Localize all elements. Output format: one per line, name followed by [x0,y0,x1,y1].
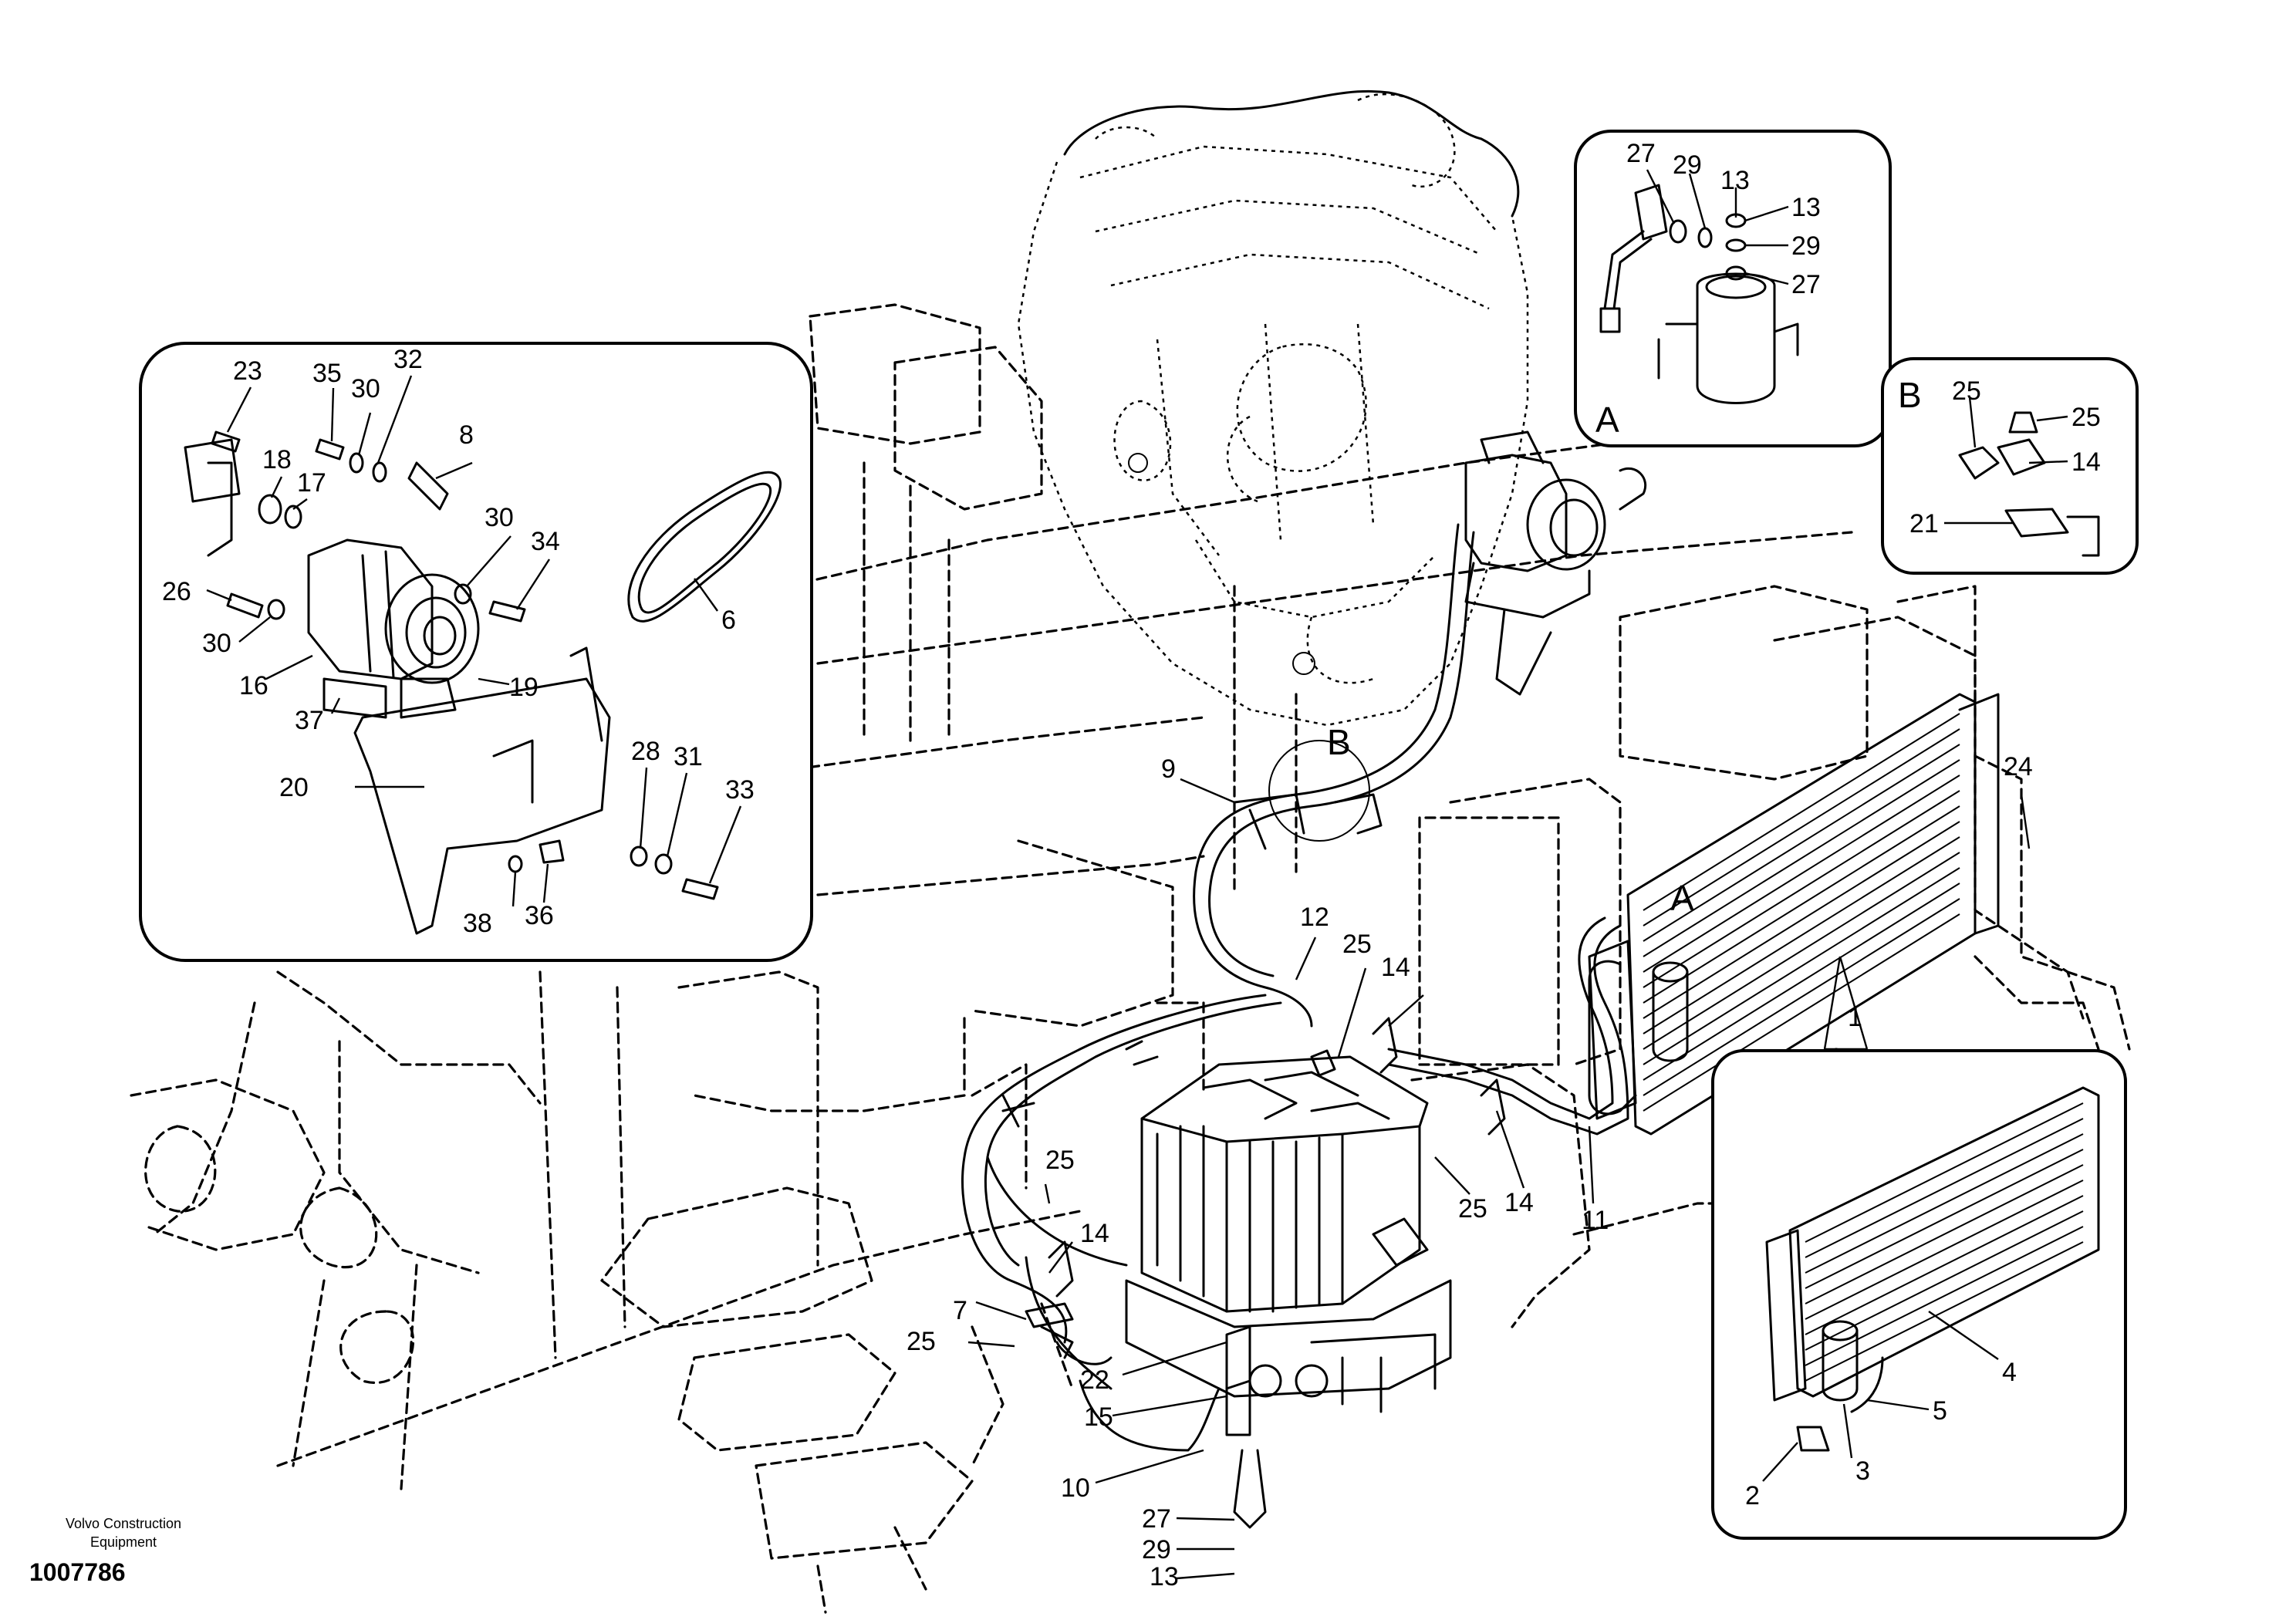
callout-25c: 25 [1045,1146,1075,1175]
callout-a-27b: 27 [1791,270,1821,299]
callout-7: 7 [953,1296,967,1325]
condenser-main [1588,693,2000,1136]
callout-20: 20 [279,773,309,802]
refrigerant-hoses [961,523,1629,1452]
hose-clamps [1001,793,1506,1529]
callout-main-a: A [1670,878,1694,918]
callout-27: 27 [1142,1504,1171,1534]
callout-3: 3 [1855,1456,1870,1486]
callout-35: 35 [312,359,342,388]
callout-a-27: 27 [1626,139,1656,168]
callout-29: 29 [1142,1535,1171,1564]
callout-28: 28 [631,737,660,766]
detail-b-callouts: B 25 25 14 21 [1898,375,2101,538]
callout-26: 26 [162,577,191,606]
callout-a-13b: 13 [1791,193,1821,222]
callout-30b: 30 [202,629,231,658]
callout-36: 36 [525,901,554,930]
callout-33: 33 [725,775,755,805]
detail-a-callouts: A 27 29 13 13 29 27 [1595,139,1821,440]
main-callouts: B A 1 7 9 10 11 12 13 14 14 14 15 22 24 … [907,722,2033,1591]
callout-6: 6 [721,606,736,635]
callout-15: 15 [1084,1402,1113,1432]
hvac-unit [1125,1055,1452,1413]
condenser-detail-callouts: 2 3 4 5 [1745,1358,2017,1510]
detail-b-panel [1881,357,2139,575]
callout-30a: 30 [351,374,380,403]
callout-32: 32 [393,345,423,374]
callout-24: 24 [2004,752,2033,781]
callout-a-13: 13 [1720,166,1750,195]
callout-13: 13 [1150,1562,1179,1591]
callout-b-25: 25 [1952,376,1981,406]
callout-1: 1 [1848,1003,1862,1032]
callout-16: 16 [239,671,268,700]
engine-outline [1017,89,1529,727]
compressor-main [1464,430,1647,696]
callout-25b: 25 [1458,1194,1487,1223]
callout-34: 34 [531,527,560,556]
detail-b-indicator [1268,740,1370,842]
callout-37: 37 [295,706,324,735]
callout-b-21: 21 [1909,509,1939,538]
callout-31: 31 [674,742,703,771]
callout-30c: 30 [485,503,514,532]
callout-a-29: 29 [1673,150,1702,180]
callout-b-14: 14 [2071,447,2101,477]
compressor-detail-panel [139,342,813,962]
callout-23: 23 [233,356,262,386]
callout-38: 38 [463,909,492,938]
callout-11: 11 [1582,1206,1609,1235]
callout-14b: 14 [1504,1188,1534,1217]
detail-a-panel [1574,130,1892,447]
callout-25d: 25 [907,1327,936,1356]
brand-caption: Volvo Construction Equipment [65,1516,182,1550]
document-number: 1007786 [29,1558,126,1586]
callout-25a: 25 [1342,930,1372,959]
leader-lines [206,169,2068,1580]
detail-b-label: B [1898,375,1922,415]
compressor-detail-callouts: 6 8 16 17 18 19 20 23 26 28 30 30 30 31 … [162,345,755,938]
condenser-detail-panel [1711,1049,2127,1540]
callout-18: 18 [262,445,292,474]
callout-17: 17 [297,468,326,498]
callout-4: 4 [2002,1358,2017,1387]
callout-19: 19 [509,673,539,702]
callout-a-29b: 29 [1791,231,1821,261]
callout-22: 22 [1080,1365,1109,1395]
callout-12: 12 [1300,903,1329,932]
callout-14c: 14 [1080,1219,1109,1248]
callout-8: 8 [459,420,474,450]
callout-2: 2 [1745,1481,1760,1510]
callout-10: 10 [1061,1473,1090,1503]
callout-5: 5 [1933,1396,1947,1426]
detail-a-label: A [1595,400,1619,440]
callout-b-25b: 25 [2071,403,2101,432]
callout-main-b: B [1327,722,1351,762]
callout-9: 9 [1161,754,1176,784]
callout-14a: 14 [1381,953,1410,982]
